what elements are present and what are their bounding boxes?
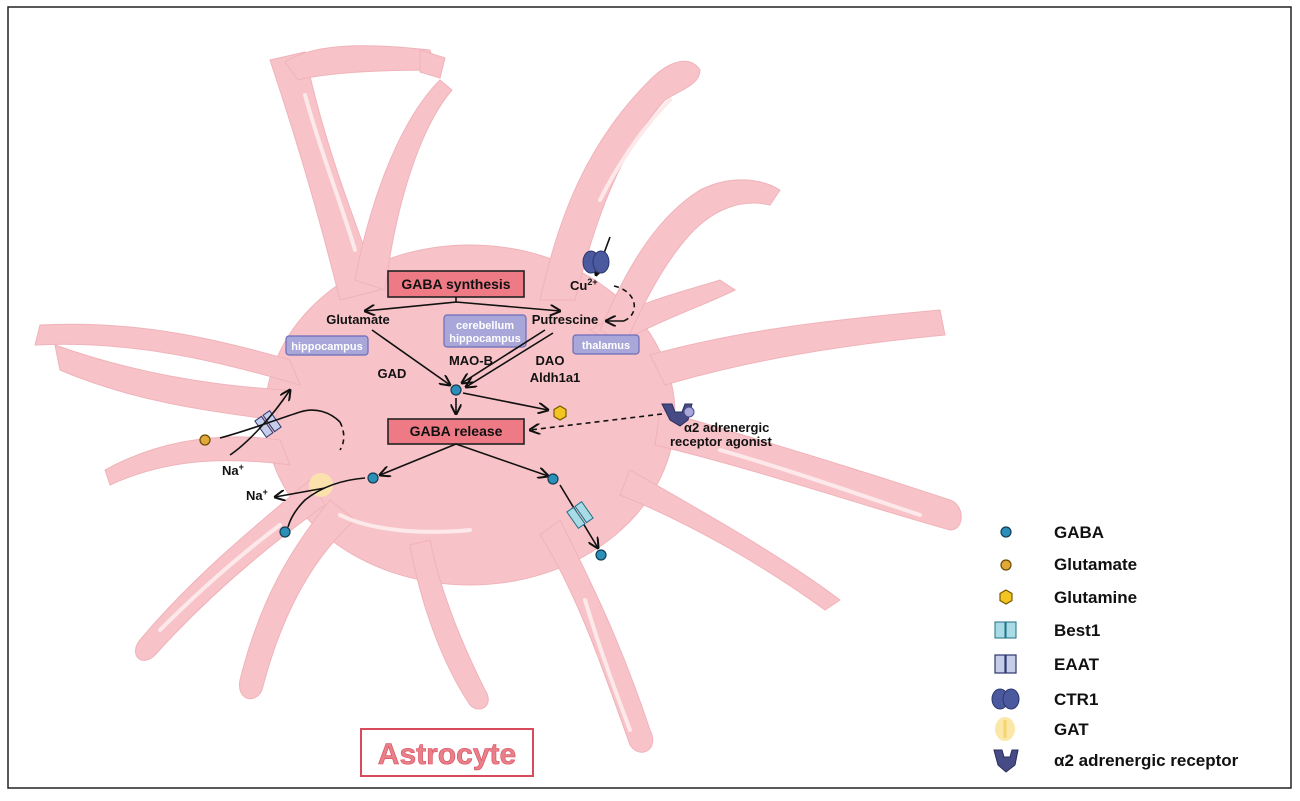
region-hippocampus: hippocampus [285,335,369,356]
legend-alpha2: α2 adrenergic receptor [1054,751,1239,770]
glutamate-label: Glutamate [326,312,390,327]
svg-text:Astrocyte: Astrocyte [378,738,516,771]
putrescine-label: Putrescine [532,312,598,327]
region-cerebellum-hippocampus: cerebellum hippocampus [443,314,527,348]
sodium-out-label: Na+ [246,487,268,503]
enzyme-gad: GAD [378,366,407,381]
svg-text:hippocampus: hippocampus [449,333,521,345]
svg-text:hippocampus: hippocampus [291,341,363,353]
legend-gat-icon [995,717,1015,741]
agonist-label-line2: receptor agonist [670,434,773,449]
gaba-molecule-right [547,473,559,485]
astrocyte-title: Astrocyte [360,728,534,777]
best1-channel [566,500,594,530]
legend-ctr1: CTR1 [1054,690,1098,709]
copper-dashed-arrow [613,285,636,323]
legend-glutamate: Glutamate [1054,555,1137,574]
ctr1-transporter [582,236,611,275]
alpha2-dashed-arrow [530,413,663,430]
gaba-release-label: GABA release [410,423,503,439]
legend-glutamate-icon [1000,559,1012,571]
svg-text:cerebellum: cerebellum [456,320,514,332]
legend-best1: Best1 [1054,621,1100,640]
region-thalamus: thalamus [572,334,640,355]
legend-glutamine: Glutamine [1054,588,1137,607]
gaba-release-box: GABA release [387,418,525,445]
enzyme-mao-b: MAO-B [449,353,493,368]
legend: GABA Glutamate Glutamine Best1 EAAT CTR1… [991,523,1239,773]
alpha2-receptor-bound [661,403,695,427]
glutamate-molecule-outside [199,434,211,446]
gaba-molecule-left [367,472,379,484]
enzyme-aldh1a1: Aldh1a1 [530,370,581,385]
legend-gaba: GABA [1054,523,1104,542]
svg-text:thalamus: thalamus [582,340,630,352]
legend-eaat-icon [994,654,1017,674]
copper-ion-label: Cu2+ [570,277,598,293]
gaba-molecule-out-right [595,549,607,561]
legend-alpha2-icon [993,749,1019,773]
gaba-molecule-center [450,384,462,396]
release-arrow-left [380,443,457,475]
legend-best1-icon [994,621,1017,639]
astrocyte-cell [34,45,962,753]
legend-gat: GAT [1054,720,1089,739]
synthesis-arrows [365,297,560,414]
gaba-synthesis-label: GABA synthesis [401,276,510,292]
gaba-molecule-out-left [279,526,291,538]
sodium-in-label: Na+ [222,462,244,478]
glutamine-molecule [553,405,567,421]
release-arrow-right [455,443,548,476]
legend-gaba-icon [1000,526,1012,538]
legend-eaat: EAAT [1054,655,1100,674]
gaba-synthesis-box: GABA synthesis [387,270,525,298]
enzyme-dao: DAO [536,353,565,368]
gat-transporter [309,473,333,497]
cell-highlights [158,93,922,732]
agonist-label-line1: α2 adrenergic [684,420,769,435]
legend-glutamine-icon [999,589,1013,605]
legend-ctr1-icon [991,688,1020,710]
